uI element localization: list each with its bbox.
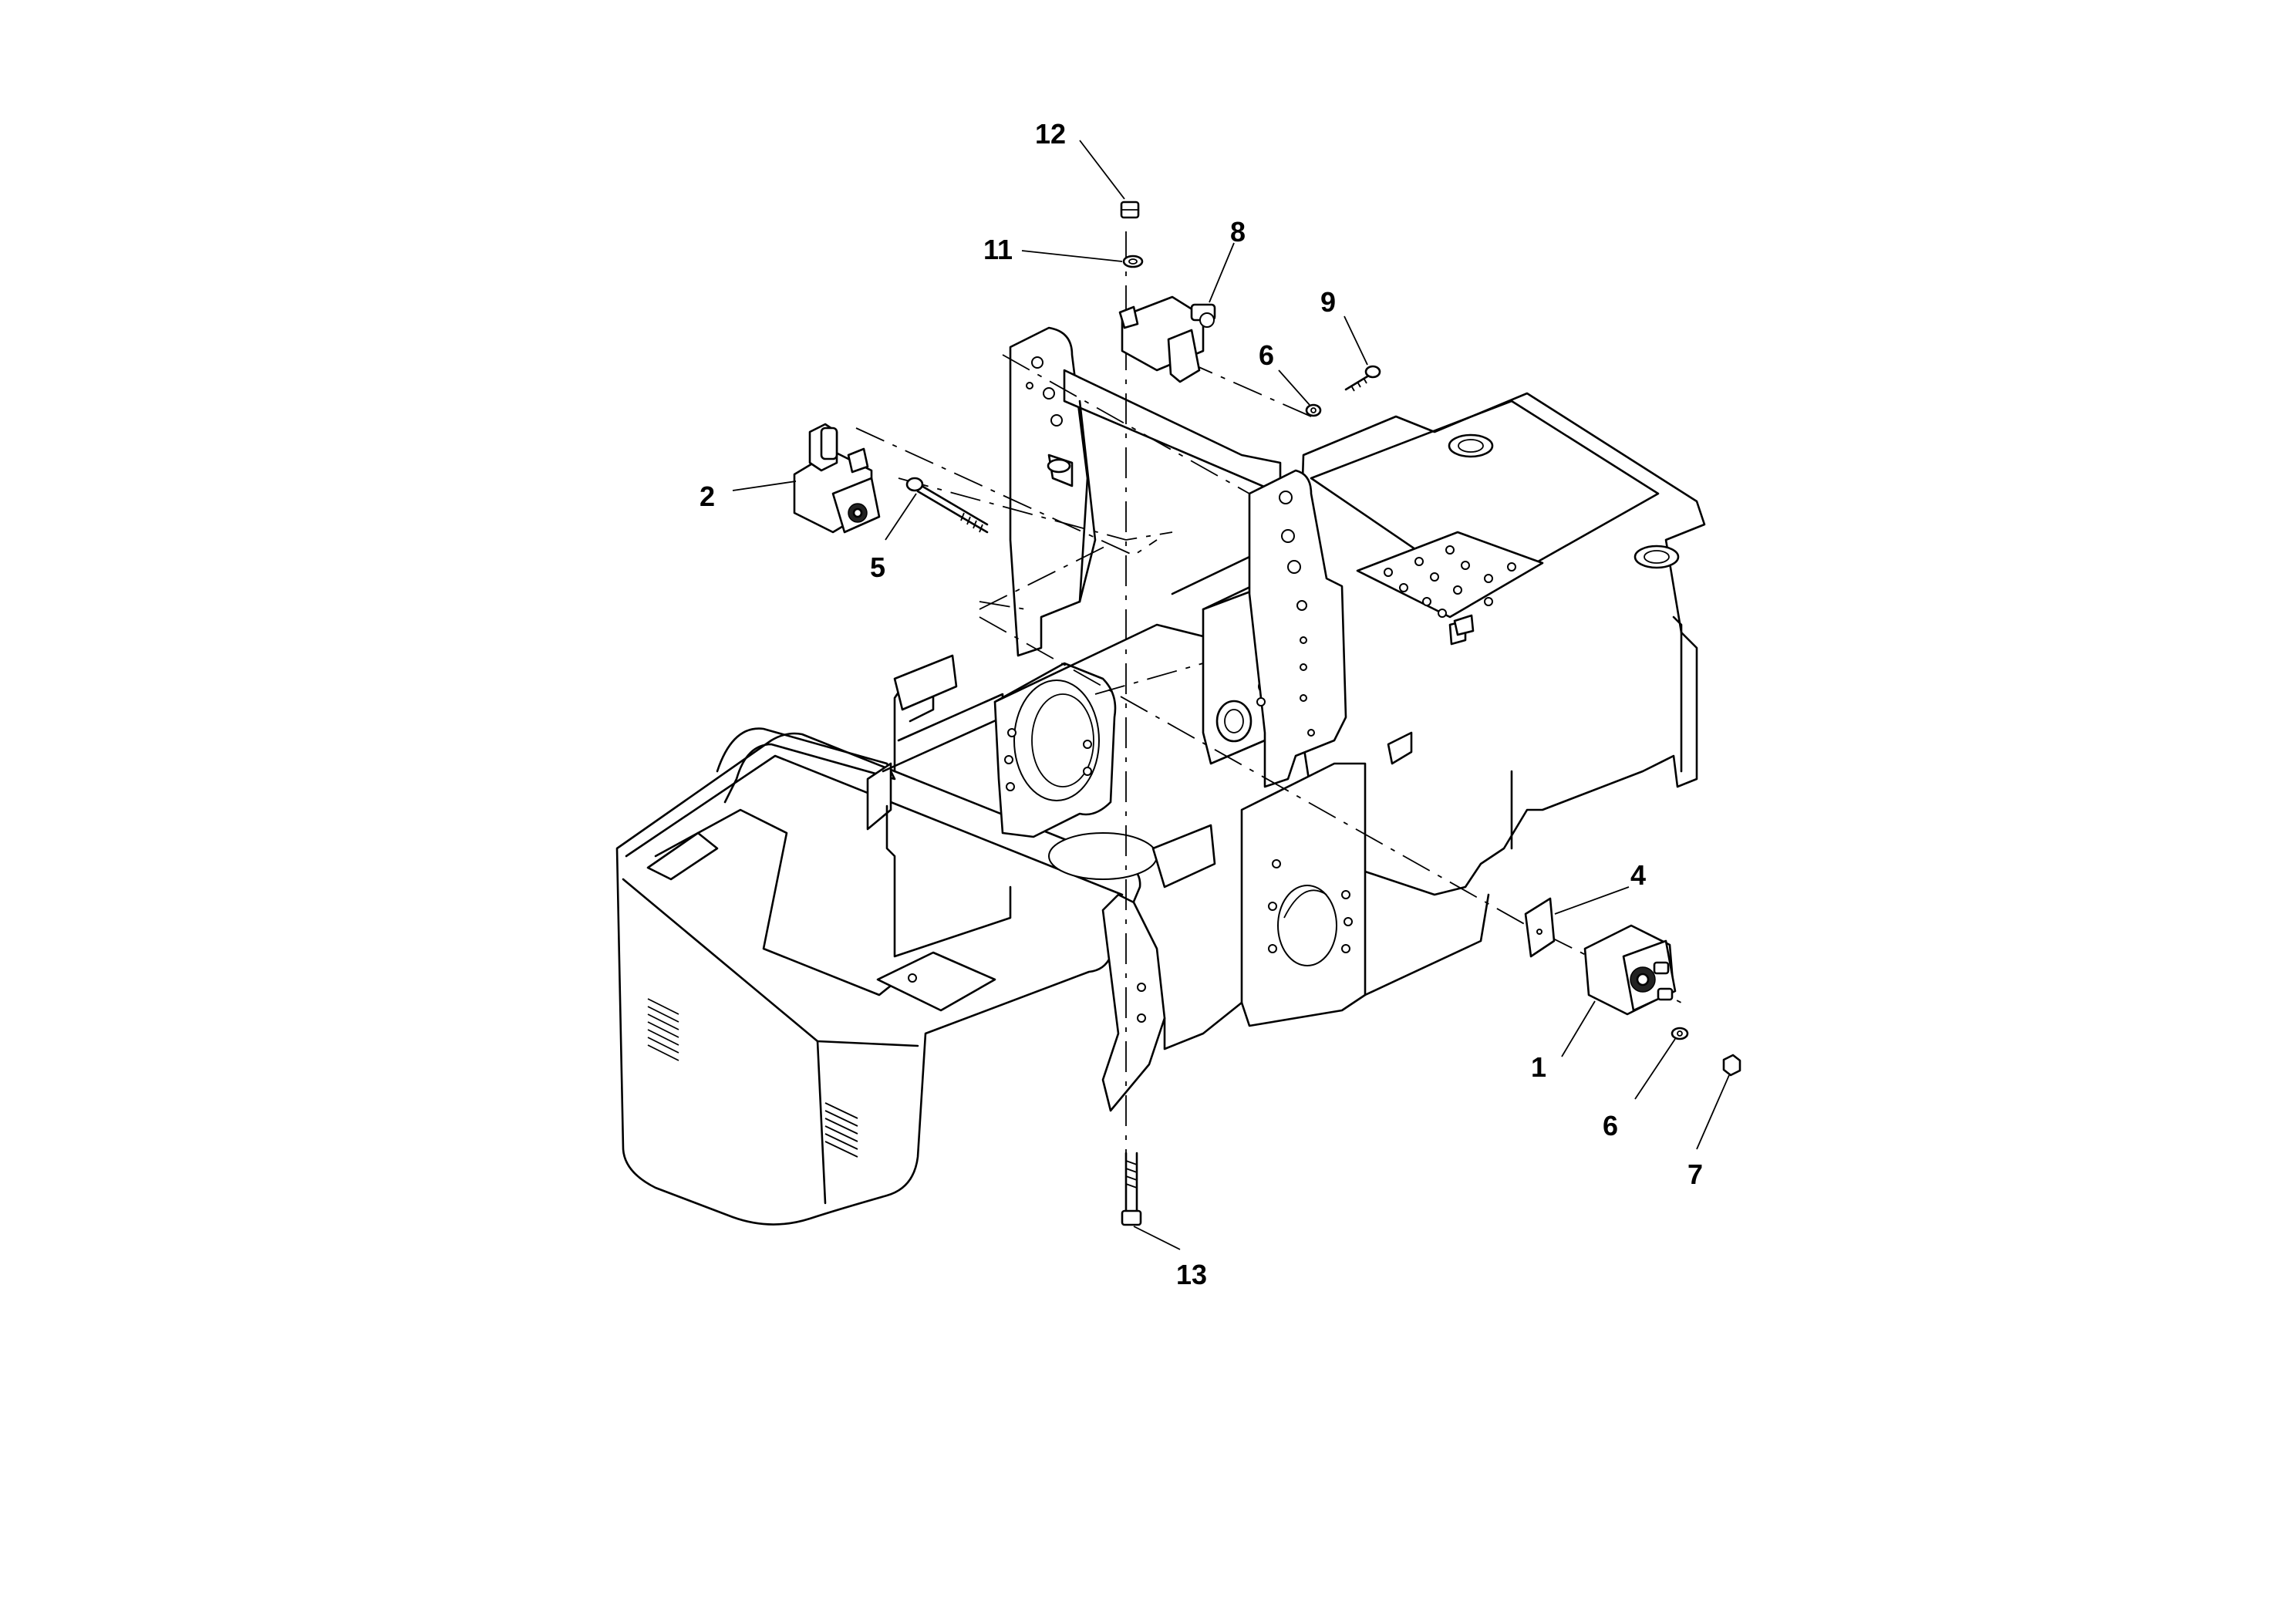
part-5-long-bolt bbox=[905, 477, 989, 534]
part-13-bolt bbox=[1121, 1152, 1142, 1226]
callout-4: 4 bbox=[1630, 859, 1646, 891]
callout-9: 9 bbox=[1320, 286, 1336, 318]
plate-bolts bbox=[1384, 545, 1516, 618]
callout-5: 5 bbox=[870, 551, 885, 583]
callout-12: 12 bbox=[1035, 118, 1066, 150]
part-7-nut bbox=[1722, 1054, 1741, 1077]
callout-8: 8 bbox=[1230, 216, 1246, 248]
leader-lines bbox=[732, 140, 1730, 1250]
part-6-washer-upper bbox=[1305, 403, 1322, 417]
part-12-capscrew bbox=[1120, 201, 1140, 219]
part-2-valve-block bbox=[793, 423, 881, 534]
machine-frame bbox=[615, 326, 1706, 1226]
callout-1: 1 bbox=[1531, 1051, 1546, 1083]
callout-7: 7 bbox=[1687, 1158, 1703, 1190]
part-11-washer bbox=[1122, 255, 1144, 268]
callout-labels: 12 11 8 9 6 2 5 4 1 6 7 13 bbox=[700, 118, 1703, 1290]
callout-2: 2 bbox=[700, 481, 715, 512]
part-6-washer-lower bbox=[1671, 1027, 1689, 1040]
callout-11: 11 bbox=[983, 234, 1013, 265]
part-1-valve-unit bbox=[1583, 924, 1677, 1016]
front-grille-left bbox=[647, 998, 679, 1061]
callout-6-lower: 6 bbox=[1603, 1110, 1618, 1141]
part-9-screw bbox=[1344, 365, 1381, 392]
callout-6-upper: 6 bbox=[1259, 339, 1274, 371]
part-4-plate bbox=[1524, 897, 1556, 958]
part-8-valve bbox=[1118, 295, 1216, 383]
front-grille-right bbox=[824, 1102, 858, 1158]
callout-13: 13 bbox=[1176, 1259, 1207, 1290]
